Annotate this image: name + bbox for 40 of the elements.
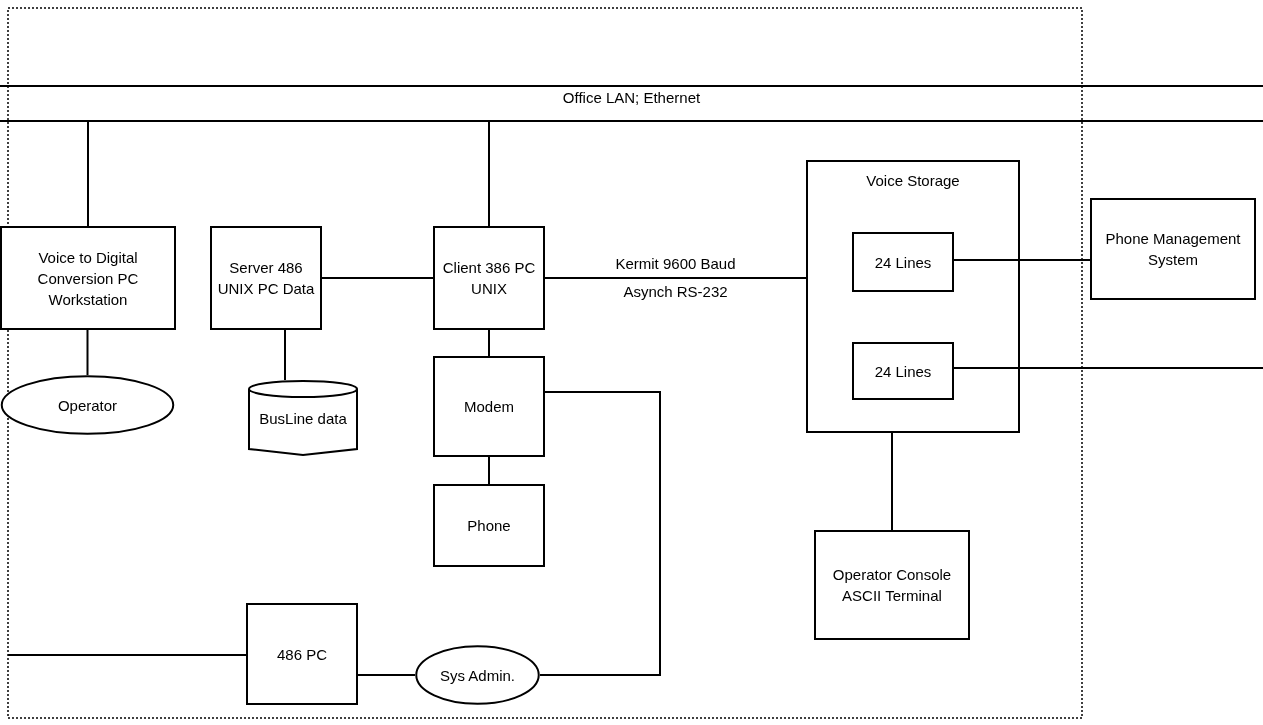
connector-line	[86, 329, 89, 376]
process-box	[246, 603, 358, 705]
process-box	[210, 226, 322, 330]
node-label: Voice to Digital Conversion PC Workstation	[36, 247, 140, 310]
node-label: Operator Console ASCII Terminal	[831, 565, 953, 606]
connector-line	[891, 432, 893, 531]
process-box	[852, 342, 954, 400]
network-band	[0, 85, 1263, 122]
connector-line	[321, 277, 434, 279]
node-label: Office LAN; Ethernet	[561, 88, 702, 108]
connector-line	[488, 329, 490, 357]
connector-line	[284, 329, 286, 381]
process-box	[433, 226, 545, 330]
node-label: 24 Lines	[873, 361, 933, 382]
connector-line	[7, 654, 247, 656]
node-label: Sys Admin.	[439, 665, 516, 686]
connector-line	[488, 456, 490, 485]
node-label: BusLine data	[258, 408, 348, 429]
node-label: 24 Lines	[873, 252, 933, 273]
connector-line	[87, 121, 89, 227]
node-label: Server 486 UNIX PC Data	[216, 258, 316, 299]
process-box	[433, 356, 545, 457]
node-label: Phone	[466, 516, 512, 536]
connector-line	[544, 277, 807, 279]
process-box	[0, 226, 176, 330]
process-box	[852, 232, 954, 292]
process-box	[814, 530, 970, 640]
node-label: Voice Storage	[865, 171, 961, 191]
node-label: Modem	[463, 397, 515, 417]
connector-line	[488, 121, 490, 227]
node-label: Phone Management System	[1104, 229, 1242, 270]
node-label: 486 PC	[275, 644, 328, 665]
node-label: Client 386 PC UNIX	[441, 258, 537, 299]
process-box	[433, 484, 545, 567]
group-box	[806, 160, 1020, 433]
process-box	[1090, 198, 1256, 300]
connector-line	[539, 391, 661, 676]
connector-line	[357, 674, 416, 676]
edge-label: Kermit 9600 Baud Asynch RS-232	[614, 254, 737, 302]
node-label: Operator	[56, 395, 119, 416]
